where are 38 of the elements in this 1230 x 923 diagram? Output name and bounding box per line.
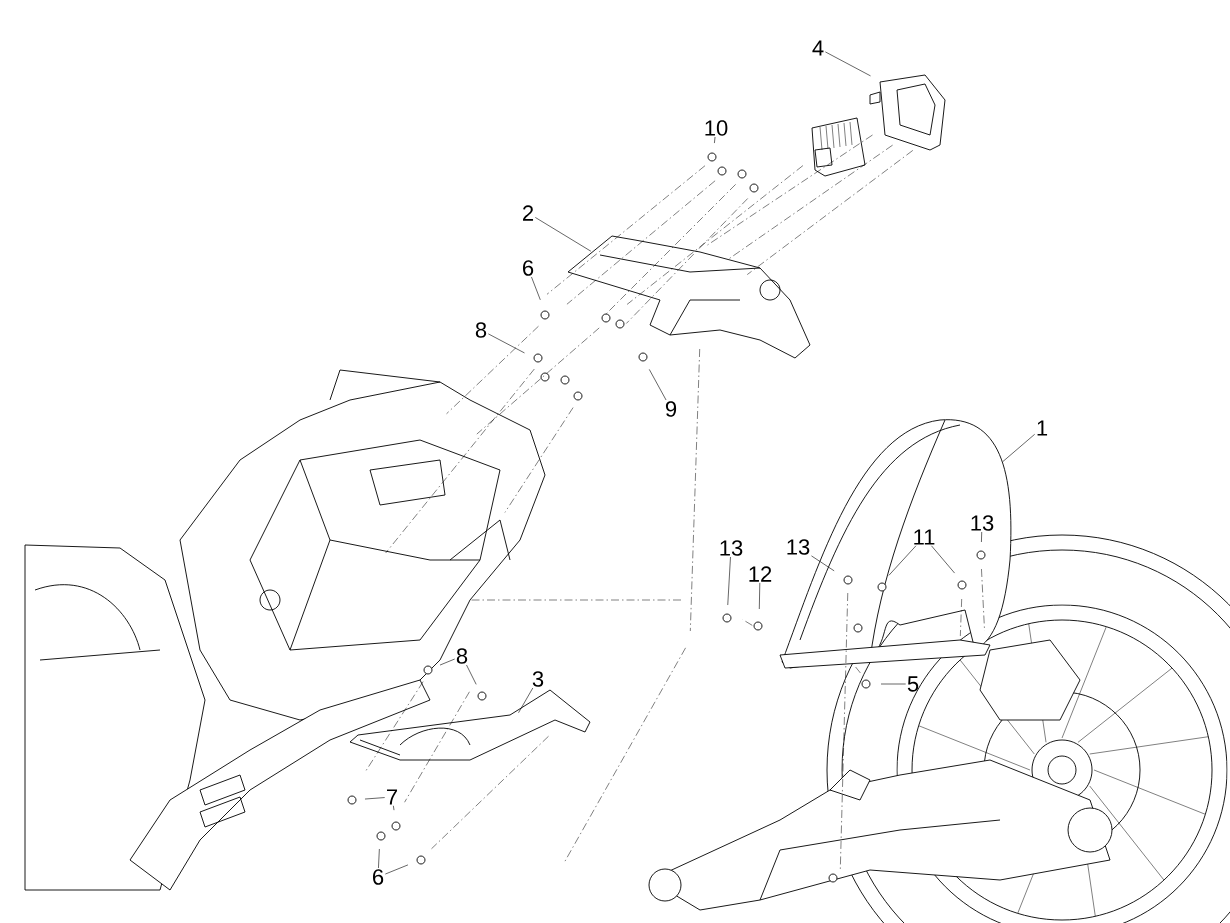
callout-number: 13 (971, 515, 994, 531)
leader-line (880, 683, 906, 685)
callout-number: 8 (456, 648, 468, 664)
callout-number: 10 (705, 120, 728, 136)
leader-line (393, 805, 395, 811)
callout-number: 5 (907, 676, 919, 692)
leader-line (439, 658, 455, 666)
leader-line (888, 545, 917, 576)
callout-number: 6 (373, 869, 384, 885)
callout-number: 1 (1037, 420, 1048, 436)
callout-number: 4 (812, 40, 824, 56)
leader-line (466, 664, 477, 685)
leader-line (364, 797, 385, 800)
leader-line (531, 276, 541, 301)
leader-line (518, 687, 534, 714)
leader-line (385, 864, 409, 875)
callout-number: 6 (523, 260, 534, 276)
callout-number: 7 (387, 789, 397, 805)
callout-number: 11 (914, 529, 935, 545)
callout-number: 8 (475, 322, 487, 338)
leader-line (825, 51, 871, 77)
callout-number: 9 (665, 401, 677, 417)
leader-line (811, 555, 835, 572)
callout-number: 3 (532, 671, 544, 687)
callout-number: 13 (720, 540, 743, 556)
leader-line (727, 556, 731, 606)
callout-number: 13 (787, 539, 810, 555)
callout-number: 12 (749, 566, 772, 582)
leader-line (488, 333, 525, 354)
callout-number: 2 (523, 205, 534, 221)
leader-line (981, 531, 983, 543)
leader-line (535, 217, 592, 252)
leader-line (931, 545, 955, 574)
leader-line (1002, 433, 1035, 462)
leader-line (648, 369, 667, 401)
leader-line (714, 136, 716, 144)
leader-line (759, 582, 761, 610)
leader-line (378, 848, 380, 869)
